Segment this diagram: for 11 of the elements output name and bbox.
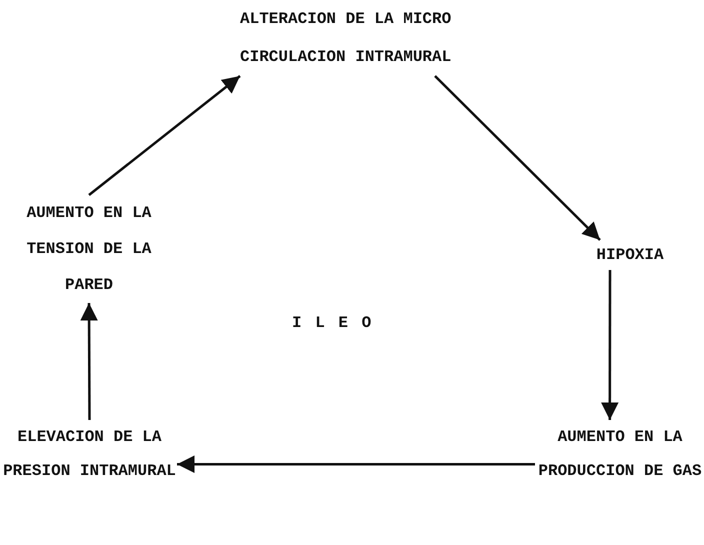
node-text: ALTERACION DE LA MICRO CIRCULACION INTRAMURAL: [240, 0, 490, 76]
arrow: [88, 75, 241, 196]
node-text: ELEVACION DE LA PRESION INTRAMURAL: [2, 420, 177, 488]
node-text: HIPOXIA: [580, 240, 680, 270]
node-text: AUMENTO EN LA PRODUCCION DE GAS: [535, 420, 704, 488]
arrow: [80, 303, 98, 420]
node-text: AUMENTO EN LA TENSION DE LA PARED: [8, 195, 170, 303]
arrow: [177, 455, 535, 473]
arrow: [434, 75, 601, 241]
arrow: [601, 270, 619, 420]
center-label: I L E O: [292, 314, 374, 332]
